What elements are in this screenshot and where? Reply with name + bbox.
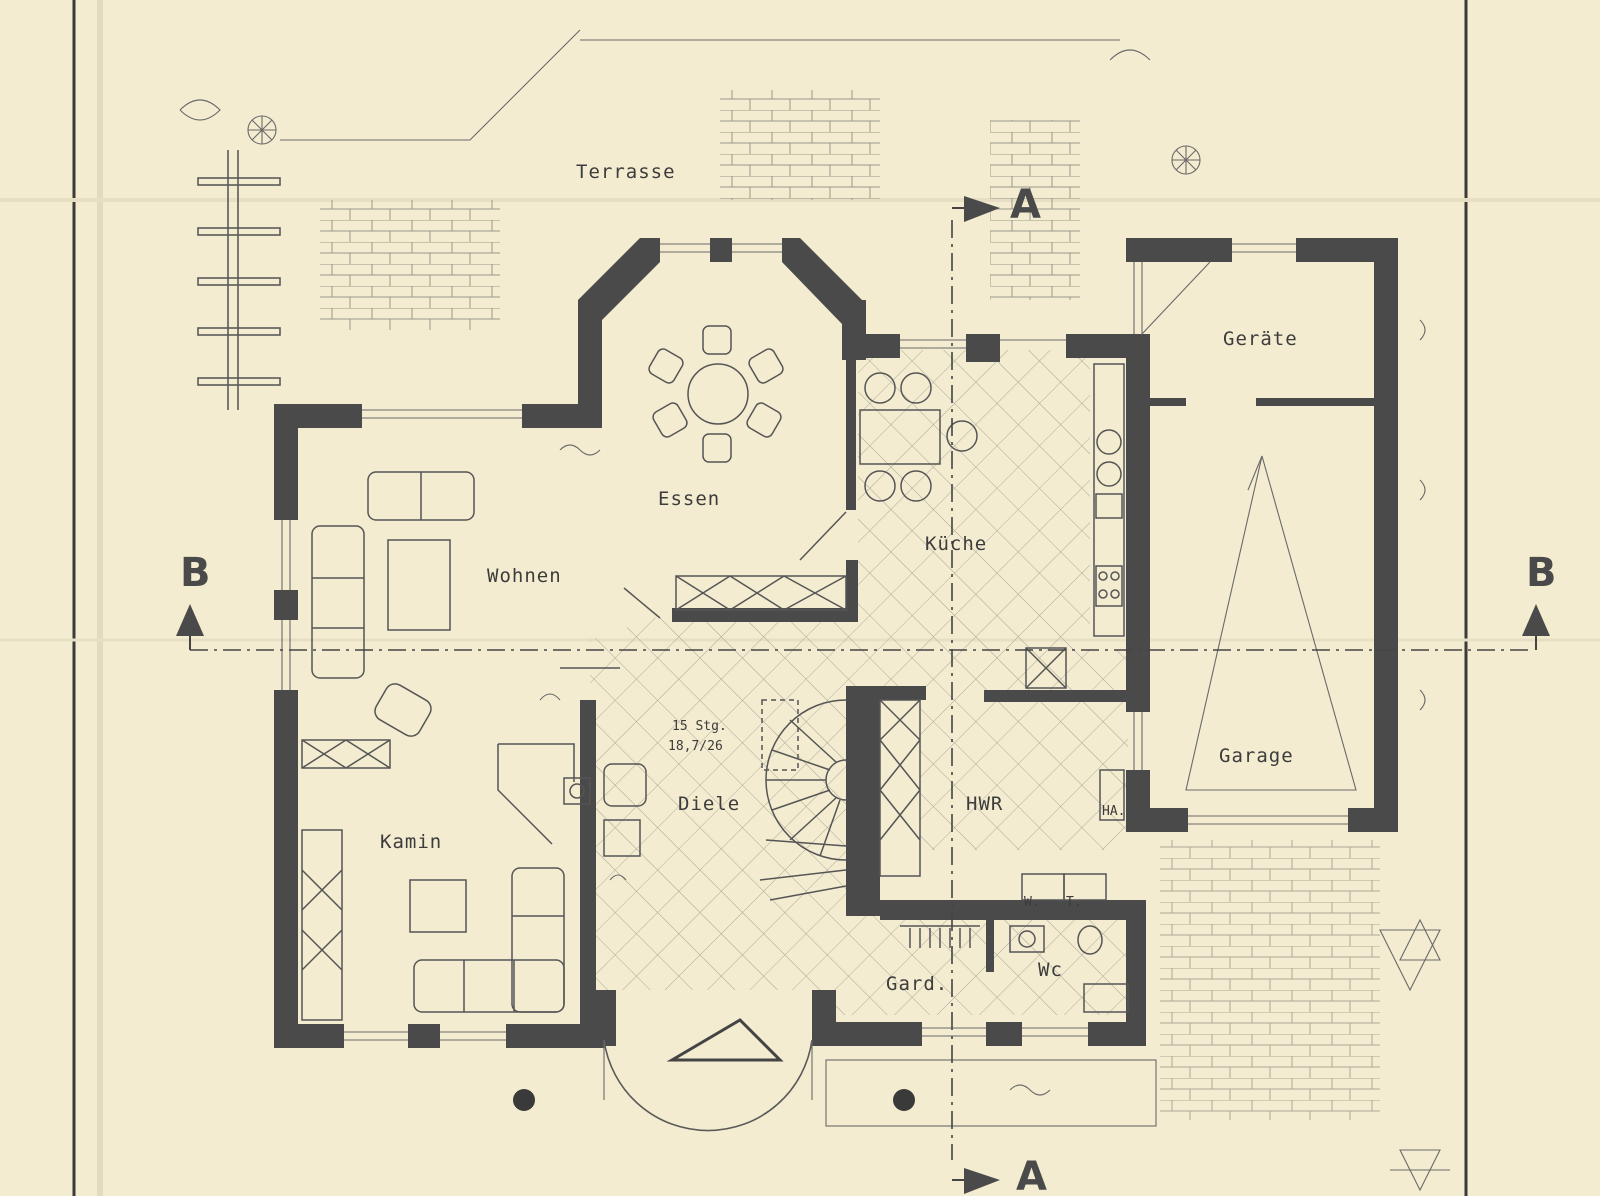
label-hwr: HWR [966,793,1003,815]
windows [281,243,1348,1041]
terrace-paving [280,29,1120,330]
label-geraete: Geräte [1223,328,1298,350]
label-terrasse: Terrasse [576,161,676,183]
label-wc: Wc [1038,959,1063,981]
entrance [513,1018,1157,1132]
railing [560,511,847,669]
living-furniture [301,471,647,1021]
section-marker-a-top: A [1010,182,1041,228]
section-marker-a-bottom: A [1016,1154,1047,1196]
label-w: W. [1024,895,1040,910]
label-kamin: Kamin [380,831,442,853]
label-gard: Gard. [886,973,948,995]
section-marker-b-left: B [180,550,211,596]
vegetation [179,49,1450,1192]
section-marker-b-right: B [1526,550,1557,596]
label-kueche: Küche [925,533,987,555]
label-diele: Diele [678,793,740,815]
stair-steps-label: 15 Stg. [672,719,727,734]
label-ha: HA. [1102,804,1125,819]
stair-dims-label: 18,7/26 [668,739,723,754]
pergola [197,150,281,410]
label-wohnen: Wohnen [487,565,562,587]
label-t: T. [1066,895,1082,910]
section-line-a [951,196,1000,1194]
walls [274,238,1398,1048]
staircase [759,699,847,901]
section-line-b [176,604,1550,651]
hwr-fixtures [879,699,1129,1013]
label-essen: Essen [658,488,720,510]
dining-table [648,325,784,463]
label-garage: Garage [1219,745,1294,767]
kitchen-fixtures [859,363,1125,689]
garage-details [1160,455,1380,1120]
